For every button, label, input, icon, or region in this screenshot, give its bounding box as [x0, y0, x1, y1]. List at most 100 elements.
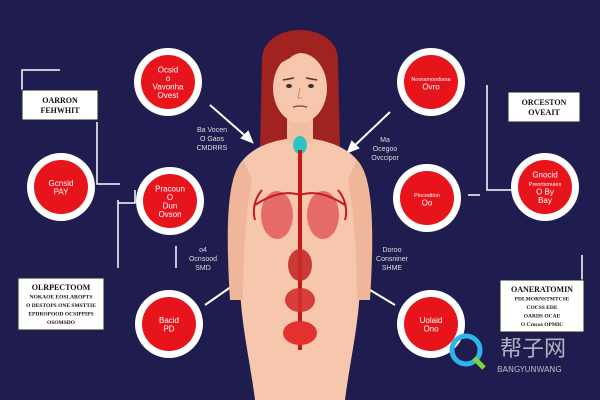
circle-fill	[404, 55, 458, 109]
circle-text-line: Oo	[422, 198, 433, 207]
circle-text-line: Bacid	[159, 316, 179, 325]
text-box-br: OANERATOMIN PDLMORNSTMTCSE COCSS EDE OARDS …	[499, 279, 585, 333]
box-background	[499, 279, 585, 333]
intestine-icon	[285, 288, 315, 312]
arrow-tl-head	[240, 130, 254, 144]
circle-text-line: Prenrtsmuies	[529, 182, 562, 188]
circle-fill	[34, 160, 88, 214]
left-brow	[282, 77, 295, 81]
circle-text-line: Dun	[163, 201, 178, 210]
human-figure	[227, 30, 373, 400]
label-text-lbl-4: SHME	[382, 265, 403, 272]
circle-text-line: O	[167, 193, 173, 202]
watermark-en: BANGYUNWANG	[497, 365, 562, 374]
circle-fill	[141, 55, 195, 109]
box-text-line: PDLMORNSTMTCSE	[515, 297, 570, 303]
liver-icon	[288, 249, 312, 281]
circle-fill	[404, 297, 458, 351]
box-text-line: NOKAOE EOSLAROPTS	[30, 295, 93, 301]
label-text-lbl-1: CMDRRS	[197, 145, 228, 152]
label-text-lbl-2: Ocegoo	[373, 146, 398, 153]
hair-top	[270, 47, 330, 70]
box-text-line: ORCESTON	[522, 98, 567, 107]
thyroid-icon	[293, 136, 307, 154]
circle-text-line: Ovro	[422, 82, 440, 91]
box-text-line: OARDS OCAE	[524, 314, 561, 320]
connector-box-tr	[486, 85, 520, 191]
circle-text-line: Uolaid	[420, 316, 443, 325]
circle-text-line: Ovest	[158, 91, 180, 100]
mouth	[292, 105, 308, 108]
box-text-line: O Crocos OPMIC	[521, 322, 563, 328]
label-text-lbl-2: Ma	[380, 137, 390, 144]
circle-fill	[400, 171, 454, 225]
box-background	[21, 89, 99, 121]
circle-fill	[143, 174, 197, 228]
circle-text-line: Gcnsid	[49, 179, 74, 188]
connector-box-tl-top	[21, 69, 60, 90]
box-text-line: OVEAIT	[528, 108, 560, 117]
box-background	[17, 277, 105, 331]
label-text-lbl-1: Ba Vocen	[197, 127, 227, 134]
box-text-line: OSOMSDO	[47, 320, 76, 326]
arrow-tr-head	[346, 140, 360, 154]
label-text-lbl-3: SMD	[195, 265, 211, 272]
nose	[297, 87, 302, 99]
left-lung-icon	[261, 191, 293, 239]
circle-text-line: Ocsid	[158, 65, 178, 74]
circle-text-line: Piocedtion	[414, 193, 440, 199]
box-text-line: O DESTOPS ONE SMSTTIE	[26, 303, 96, 309]
watermark-logo-tail	[472, 356, 486, 370]
left-eye	[286, 84, 292, 88]
watermark: 帮子网 BANGYUNWANG	[449, 333, 566, 374]
circle-text-line: Nooramoodiana	[411, 77, 451, 83]
right-arm	[348, 160, 373, 300]
circle-text-line: o	[166, 74, 171, 83]
circle-fill	[142, 297, 196, 351]
label-text-lbl-1: O Gaos	[200, 136, 225, 143]
right-eye	[308, 84, 314, 88]
watermark-logo-icon	[449, 333, 483, 367]
arrow-tl	[209, 104, 251, 141]
box-text-line: OLRPECTOOM	[32, 283, 91, 292]
circle-text-line: Pracoun	[155, 184, 185, 193]
circle-text-line: Ovson	[158, 210, 181, 219]
right-vessels	[299, 189, 348, 221]
circle-text-line: Gnocid	[532, 170, 557, 179]
circle-text-line: PAY	[54, 187, 69, 196]
connector-box-tl	[96, 122, 120, 185]
box-text-line: COCSS EDE	[526, 305, 557, 311]
box-text-line: OANERATOMIN	[511, 285, 573, 294]
label-text-lbl-3: Ocnsood	[189, 256, 217, 263]
box-background	[507, 91, 581, 123]
connector-ml-mc	[118, 190, 136, 204]
circle-fill	[518, 160, 572, 214]
text-box-bl: OLRPECTOOM NOKAOE EOSLAROPTS O DESTOPS ONE…	[17, 277, 105, 331]
label-text-lbl-2: Ovccipor	[371, 155, 399, 162]
circle-text-line: O By	[536, 187, 554, 196]
circle-text-line: Bay	[538, 196, 552, 205]
box-text-line: OARRON	[42, 96, 78, 105]
right-brow	[305, 77, 318, 81]
circle-text-line: Ono	[423, 324, 439, 333]
label-text-lbl-3: o4	[199, 247, 207, 254]
circle-text-line: Vavonha	[153, 82, 185, 91]
left-arm	[227, 160, 252, 300]
left-vessels	[252, 189, 301, 221]
bladder-icon	[283, 321, 317, 345]
box-text-line: EPDROPOOD OCSIPPIPS	[28, 312, 93, 318]
